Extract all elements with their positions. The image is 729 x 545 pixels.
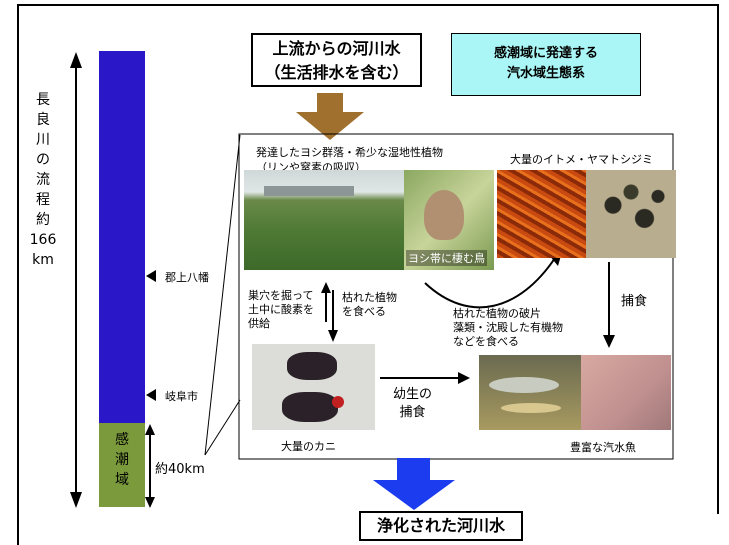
- tidal-zone-label: 感 潮 域: [107, 430, 137, 490]
- marker-triangle-gujo: [146, 270, 156, 282]
- inflow-line1: 上流からの河川水: [272, 39, 401, 58]
- worms-caption: 大量のイトメ・ヤマトシジミ: [510, 153, 653, 166]
- fish-caption: 豊富な汽水魚: [570, 441, 636, 454]
- crab-caption: 大量のカニ: [281, 440, 336, 453]
- worm-photo: [497, 170, 586, 258]
- tidal-char: 感: [115, 432, 129, 448]
- fish-shape-1: [489, 377, 559, 393]
- reed-horizon-buildings: [264, 186, 354, 196]
- output-box: 浄化された河川水: [359, 511, 523, 541]
- burrow-line: 土中に酸素を: [248, 303, 314, 316]
- axis-char: km: [32, 252, 54, 268]
- bird-shape: [424, 190, 464, 240]
- crab-claw: [332, 396, 344, 408]
- tidal-char: 潮: [115, 452, 129, 468]
- axis-char: 約: [36, 212, 50, 228]
- crab-eat-text: 枯れた植物 を食べる: [342, 291, 397, 319]
- frame-right-line: [717, 4, 719, 514]
- river-bar: [99, 51, 145, 423]
- axis-char: 程: [36, 192, 50, 208]
- predation-label: 捕食: [621, 294, 648, 309]
- river-length-label: 長 良 川 の 流 程 約 166 km: [28, 90, 58, 270]
- tidal-length-arrow: [145, 424, 155, 508]
- axis-char: 川: [36, 132, 50, 148]
- tidal-zone-bar: [99, 423, 145, 507]
- reed-caption-line1: 発達したヨシ群落・希少な湿地性植物: [256, 146, 443, 159]
- crab-shape-bottom: [282, 392, 338, 422]
- eat-line: 枯れた植物: [342, 291, 397, 304]
- larvae-line1: 幼生の: [393, 387, 433, 402]
- inflow-box: 上流からの河川水 （生活排水を含む）: [251, 33, 422, 87]
- larvae-label: 幼生の 捕食: [393, 386, 432, 422]
- ecosystem-title-box: 感潮域に発達する 汽水域生態系: [451, 33, 641, 96]
- burrow-line: 巣穴を掘って: [248, 289, 314, 302]
- tidal-length-label: 約40km: [155, 462, 205, 477]
- detritus-text: 枯れた植物の破片 藻類・沈殿した有機物 などを食べる: [453, 307, 563, 349]
- inflow-arrow: [296, 93, 364, 140]
- crab-burrow-text: 巣穴を掘って 土中に酸素を 供給: [248, 289, 314, 331]
- frame-top-line: [17, 4, 719, 6]
- inflow-line2: （生活排水を含む）: [264, 63, 409, 82]
- axis-char: 良: [36, 112, 50, 128]
- eat-line: を食べる: [342, 305, 386, 318]
- ecosystem-line1: 感潮域に発達する: [493, 46, 598, 61]
- larvae-line2: 捕食: [399, 405, 426, 420]
- reed-photo: ヨシ帯に棲む鳥: [244, 170, 494, 270]
- bird-photo: ヨシ帯に棲む鳥: [404, 170, 494, 270]
- detritus-line: 藻類・沈殿した有機物: [453, 321, 563, 334]
- marker-label-gifu: 岐阜市: [165, 390, 198, 403]
- ecosystem-panel: [238, 133, 674, 460]
- detritus-line: などを食べる: [453, 335, 519, 348]
- axis-char: 長: [36, 92, 50, 108]
- crab-shape-top: [287, 352, 337, 380]
- axis-char: の: [36, 152, 50, 168]
- fish-shape-2: [501, 403, 561, 413]
- axis-char: 流: [36, 172, 50, 188]
- burrow-line: 供給: [248, 317, 270, 330]
- axis-char: 166: [29, 232, 57, 248]
- clam-photo: [586, 170, 676, 258]
- marker-triangle-gifu: [146, 389, 156, 401]
- crab-photo: [252, 344, 375, 430]
- frame-left-line: [17, 4, 19, 545]
- bird-label: ヨシ帯に棲む鳥: [406, 250, 487, 266]
- fish-photo: [479, 355, 581, 430]
- marker-label-gujo: 郡上八幡: [165, 271, 209, 284]
- river-length-arrow: [70, 52, 82, 508]
- tidal-char: 域: [115, 472, 129, 488]
- hand-photo: [581, 355, 671, 430]
- detritus-line: 枯れた植物の破片: [453, 307, 541, 320]
- ecosystem-line2: 汽水域生態系: [506, 66, 585, 81]
- output-arrow: [373, 458, 455, 510]
